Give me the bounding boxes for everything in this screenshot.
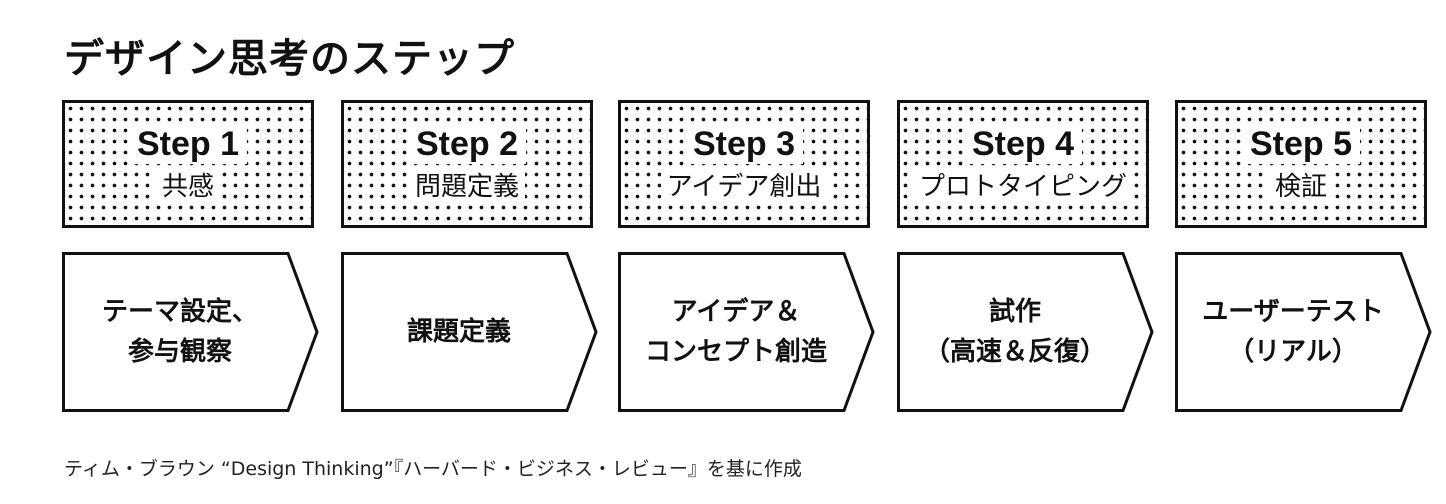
step-box-1: Step 1 共感 bbox=[62, 100, 314, 228]
chevron-shape bbox=[618, 252, 875, 412]
step-label: Step 4 bbox=[963, 124, 1083, 164]
source-caption: ティム・ブラウン “Design Thinking”『ハーバード・ビジネス・レビ… bbox=[64, 458, 802, 480]
step-description-line: （リアル） bbox=[1228, 337, 1358, 367]
step-description-line: 参与観察 bbox=[127, 337, 232, 367]
step-box-3: Step 3 アイデア創出 bbox=[618, 100, 870, 228]
step-name: アイデア創出 bbox=[660, 170, 828, 204]
step-name: 問題定義 bbox=[408, 170, 525, 204]
step-description-line: 試作 bbox=[988, 297, 1041, 327]
diagram-title: デザイン思考のステップ bbox=[64, 36, 515, 82]
step-description-line: テーマ設定、 bbox=[101, 297, 258, 327]
step-description-line: コンセプト創造 bbox=[644, 337, 827, 367]
step-arrow-1: テーマ設定、 参与観察 bbox=[62, 252, 320, 412]
step-arrow-3: アイデア＆ コンセプト創造 bbox=[618, 252, 876, 412]
step-arrow-4: 試作 （高速＆反復） bbox=[897, 252, 1155, 412]
chevron-shape bbox=[1175, 252, 1432, 412]
step-description-line: アイデア＆ bbox=[671, 297, 801, 327]
step-name: 検証 bbox=[1268, 170, 1333, 204]
chevron-shape bbox=[341, 252, 598, 412]
step-label: Step 1 bbox=[128, 124, 248, 164]
step-description-line: 課題定義 bbox=[406, 317, 511, 347]
chevron-shape bbox=[62, 252, 319, 412]
step-name: 共感 bbox=[155, 170, 220, 204]
step-box-2: Step 2 問題定義 bbox=[341, 100, 593, 228]
step-name: プロトタイピング bbox=[912, 170, 1133, 204]
step-box-5: Step 5 検証 bbox=[1175, 100, 1427, 228]
step-arrow-2: 課題定義 bbox=[341, 252, 599, 412]
step-box-4: Step 4 プロトタイピング bbox=[897, 100, 1149, 228]
chevron-shape bbox=[897, 252, 1154, 412]
step-description-line: ユーザーテスト bbox=[1202, 297, 1384, 327]
step-label: Step 3 bbox=[684, 124, 804, 164]
step-label: Step 2 bbox=[407, 124, 527, 164]
step-arrow-5: ユーザーテスト （リアル） bbox=[1175, 252, 1433, 412]
step-label: Step 5 bbox=[1241, 124, 1361, 164]
step-description-line: （高速＆反復） bbox=[923, 337, 1106, 367]
